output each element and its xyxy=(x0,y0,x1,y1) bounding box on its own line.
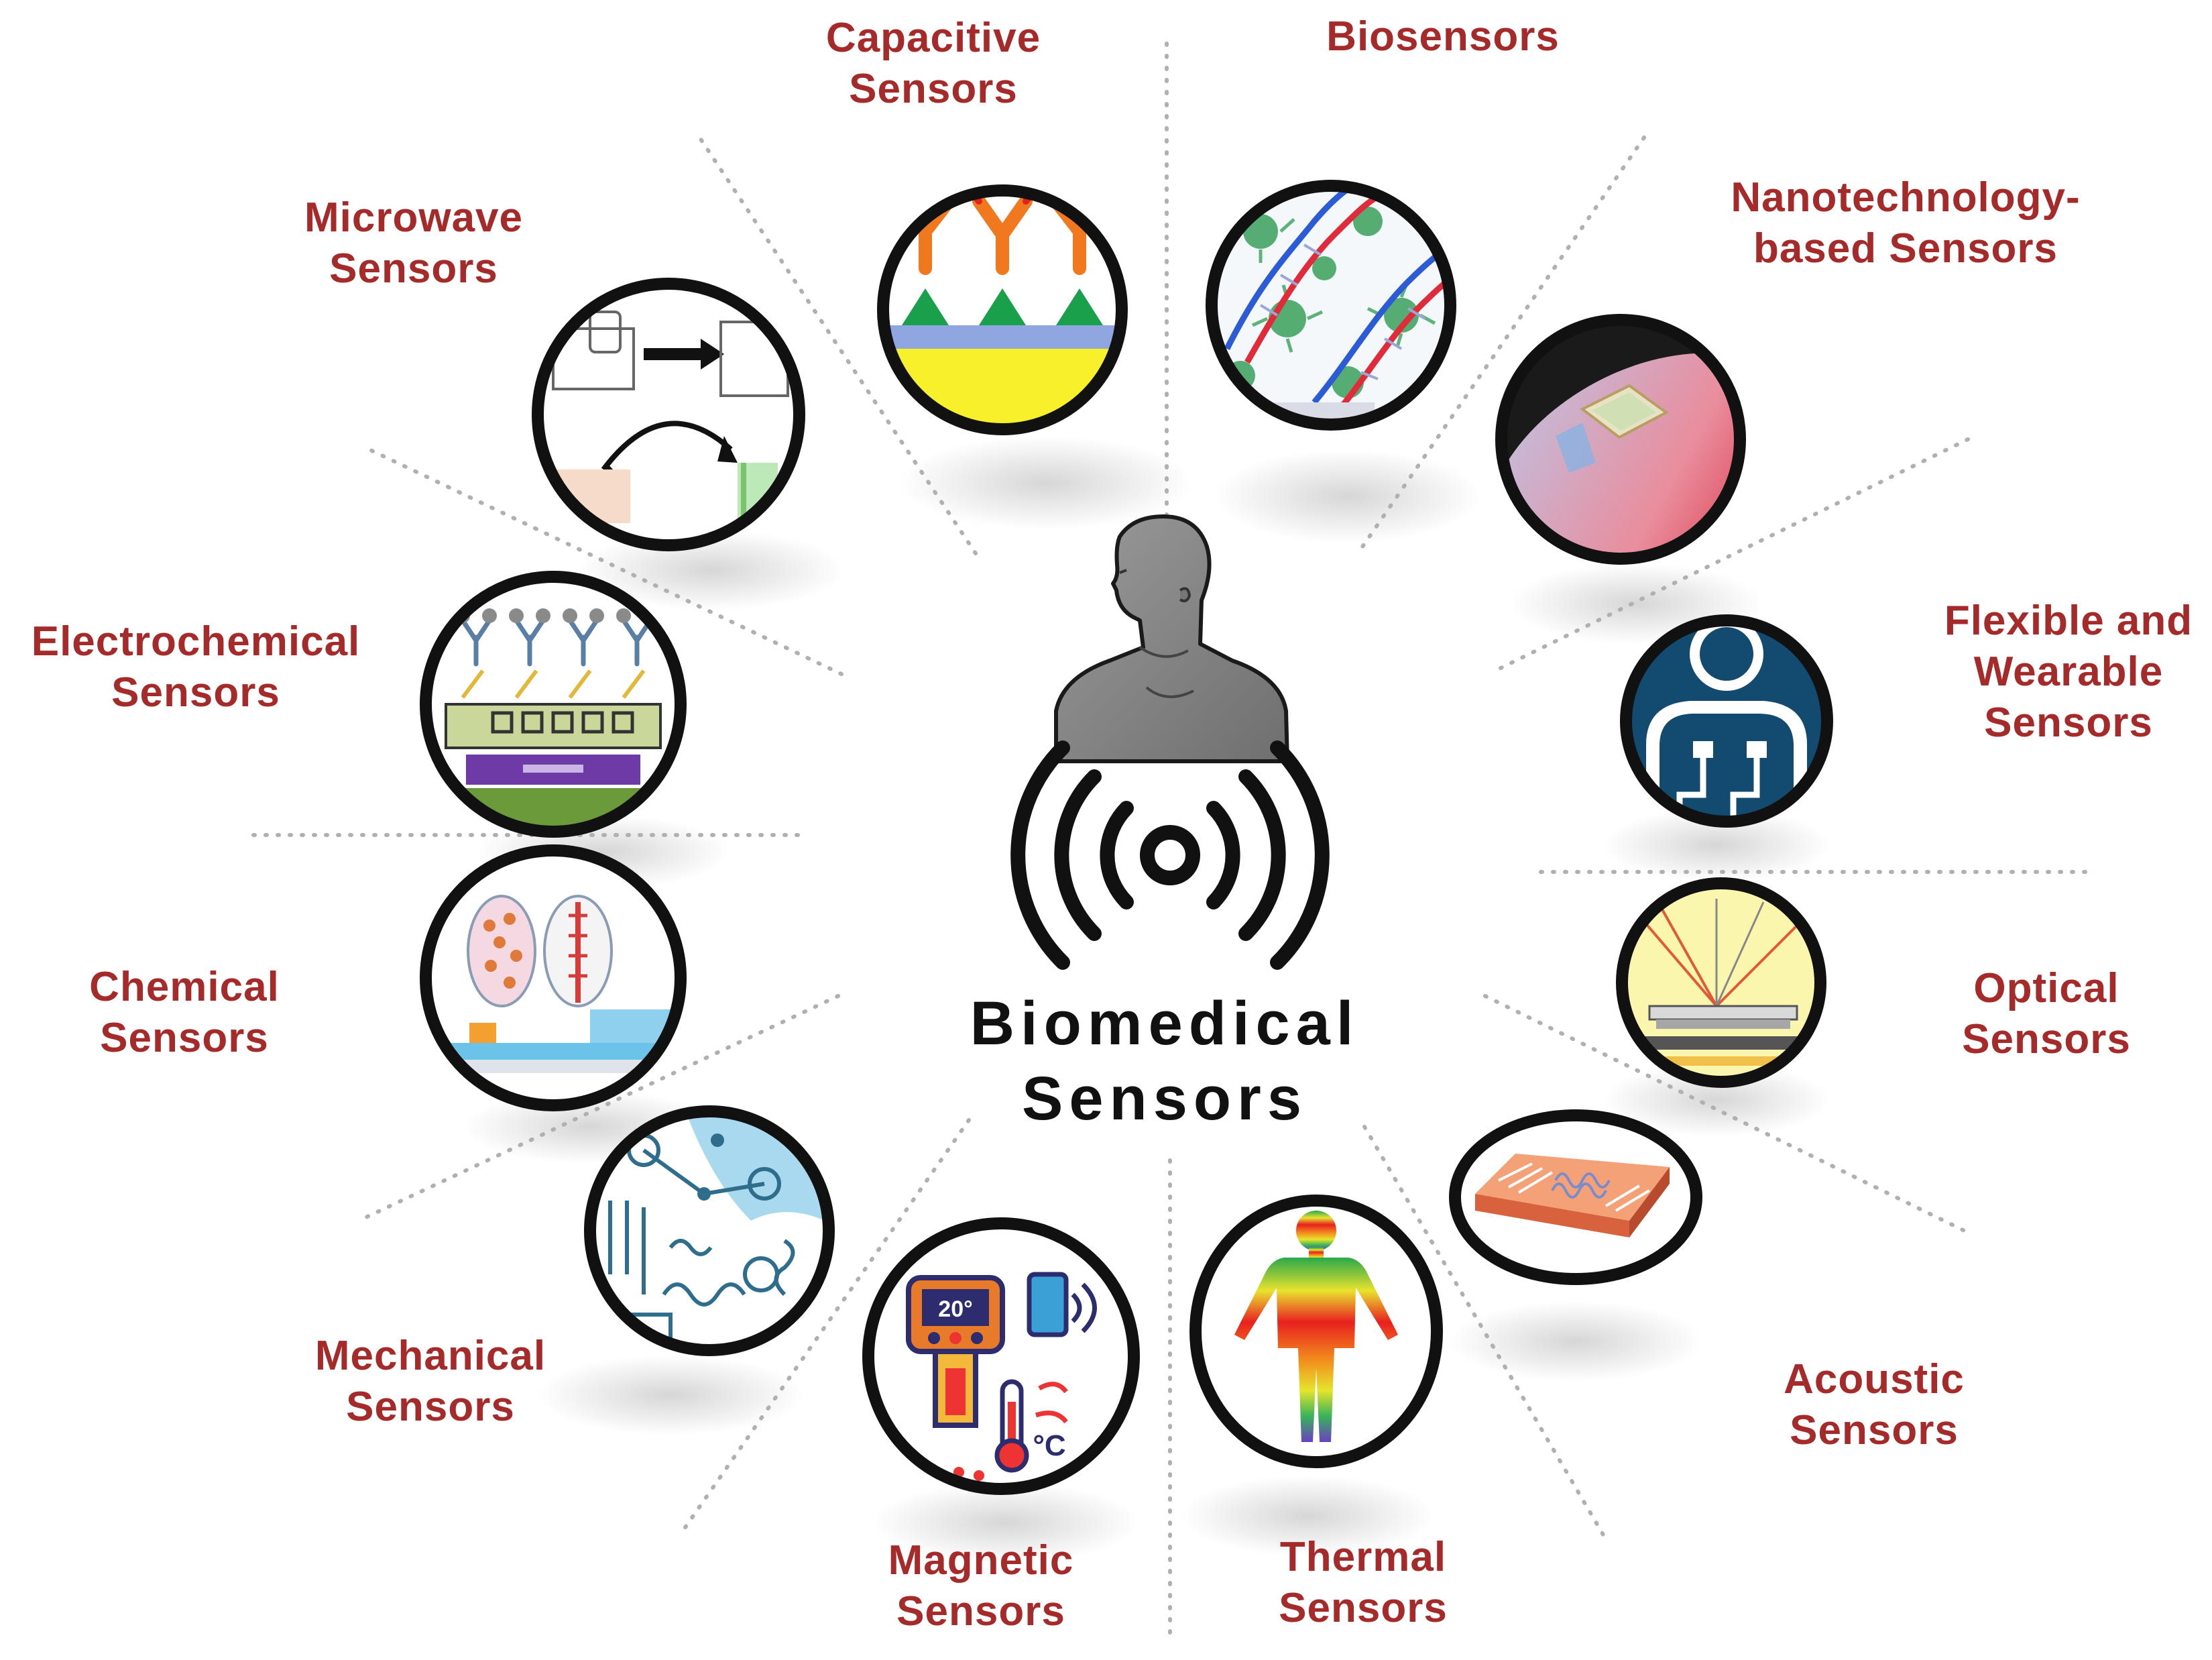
divider-line xyxy=(682,1118,971,1531)
circle-chemical xyxy=(420,844,687,1111)
divider-line xyxy=(360,444,843,676)
divider-line xyxy=(695,132,978,555)
divider-line xyxy=(357,994,840,1223)
wireless-signal-icon xyxy=(1010,740,1330,970)
divider-line xyxy=(1359,135,1646,551)
label-biosensors: Biosensors xyxy=(1326,13,1560,60)
circle-microwave xyxy=(532,278,805,551)
divider-lines xyxy=(246,42,2087,1639)
magnetic-device-unit: °C xyxy=(1033,1429,1065,1462)
circle-thermal xyxy=(1189,1195,1443,1468)
center-title: Biomedical Sensors xyxy=(970,989,1360,1133)
circle-magnetic: 20° °C xyxy=(862,1217,1140,1495)
magnetic-device-readout: 20° xyxy=(938,1296,972,1322)
circle-biosensors xyxy=(1206,180,1456,431)
chemical-cells-icon xyxy=(426,850,681,1105)
circle-flexible xyxy=(1620,614,1833,828)
circle-acoustic xyxy=(1449,1109,1702,1285)
label-nanotech: Nanotechnology-based Sensors xyxy=(1731,174,2081,272)
human-head-bust-icon xyxy=(1054,514,1289,763)
sensor-devices-icon: 20° °C xyxy=(868,1223,1134,1489)
circle-optical xyxy=(1616,877,1826,1088)
circle-capacitive xyxy=(877,184,1128,435)
divider-line xyxy=(1493,437,1970,673)
divider-line xyxy=(1362,1125,1608,1541)
circle-electrochemical xyxy=(420,571,687,838)
thermal-body-map-icon xyxy=(1196,1201,1437,1462)
circle-mechanical xyxy=(584,1105,835,1356)
